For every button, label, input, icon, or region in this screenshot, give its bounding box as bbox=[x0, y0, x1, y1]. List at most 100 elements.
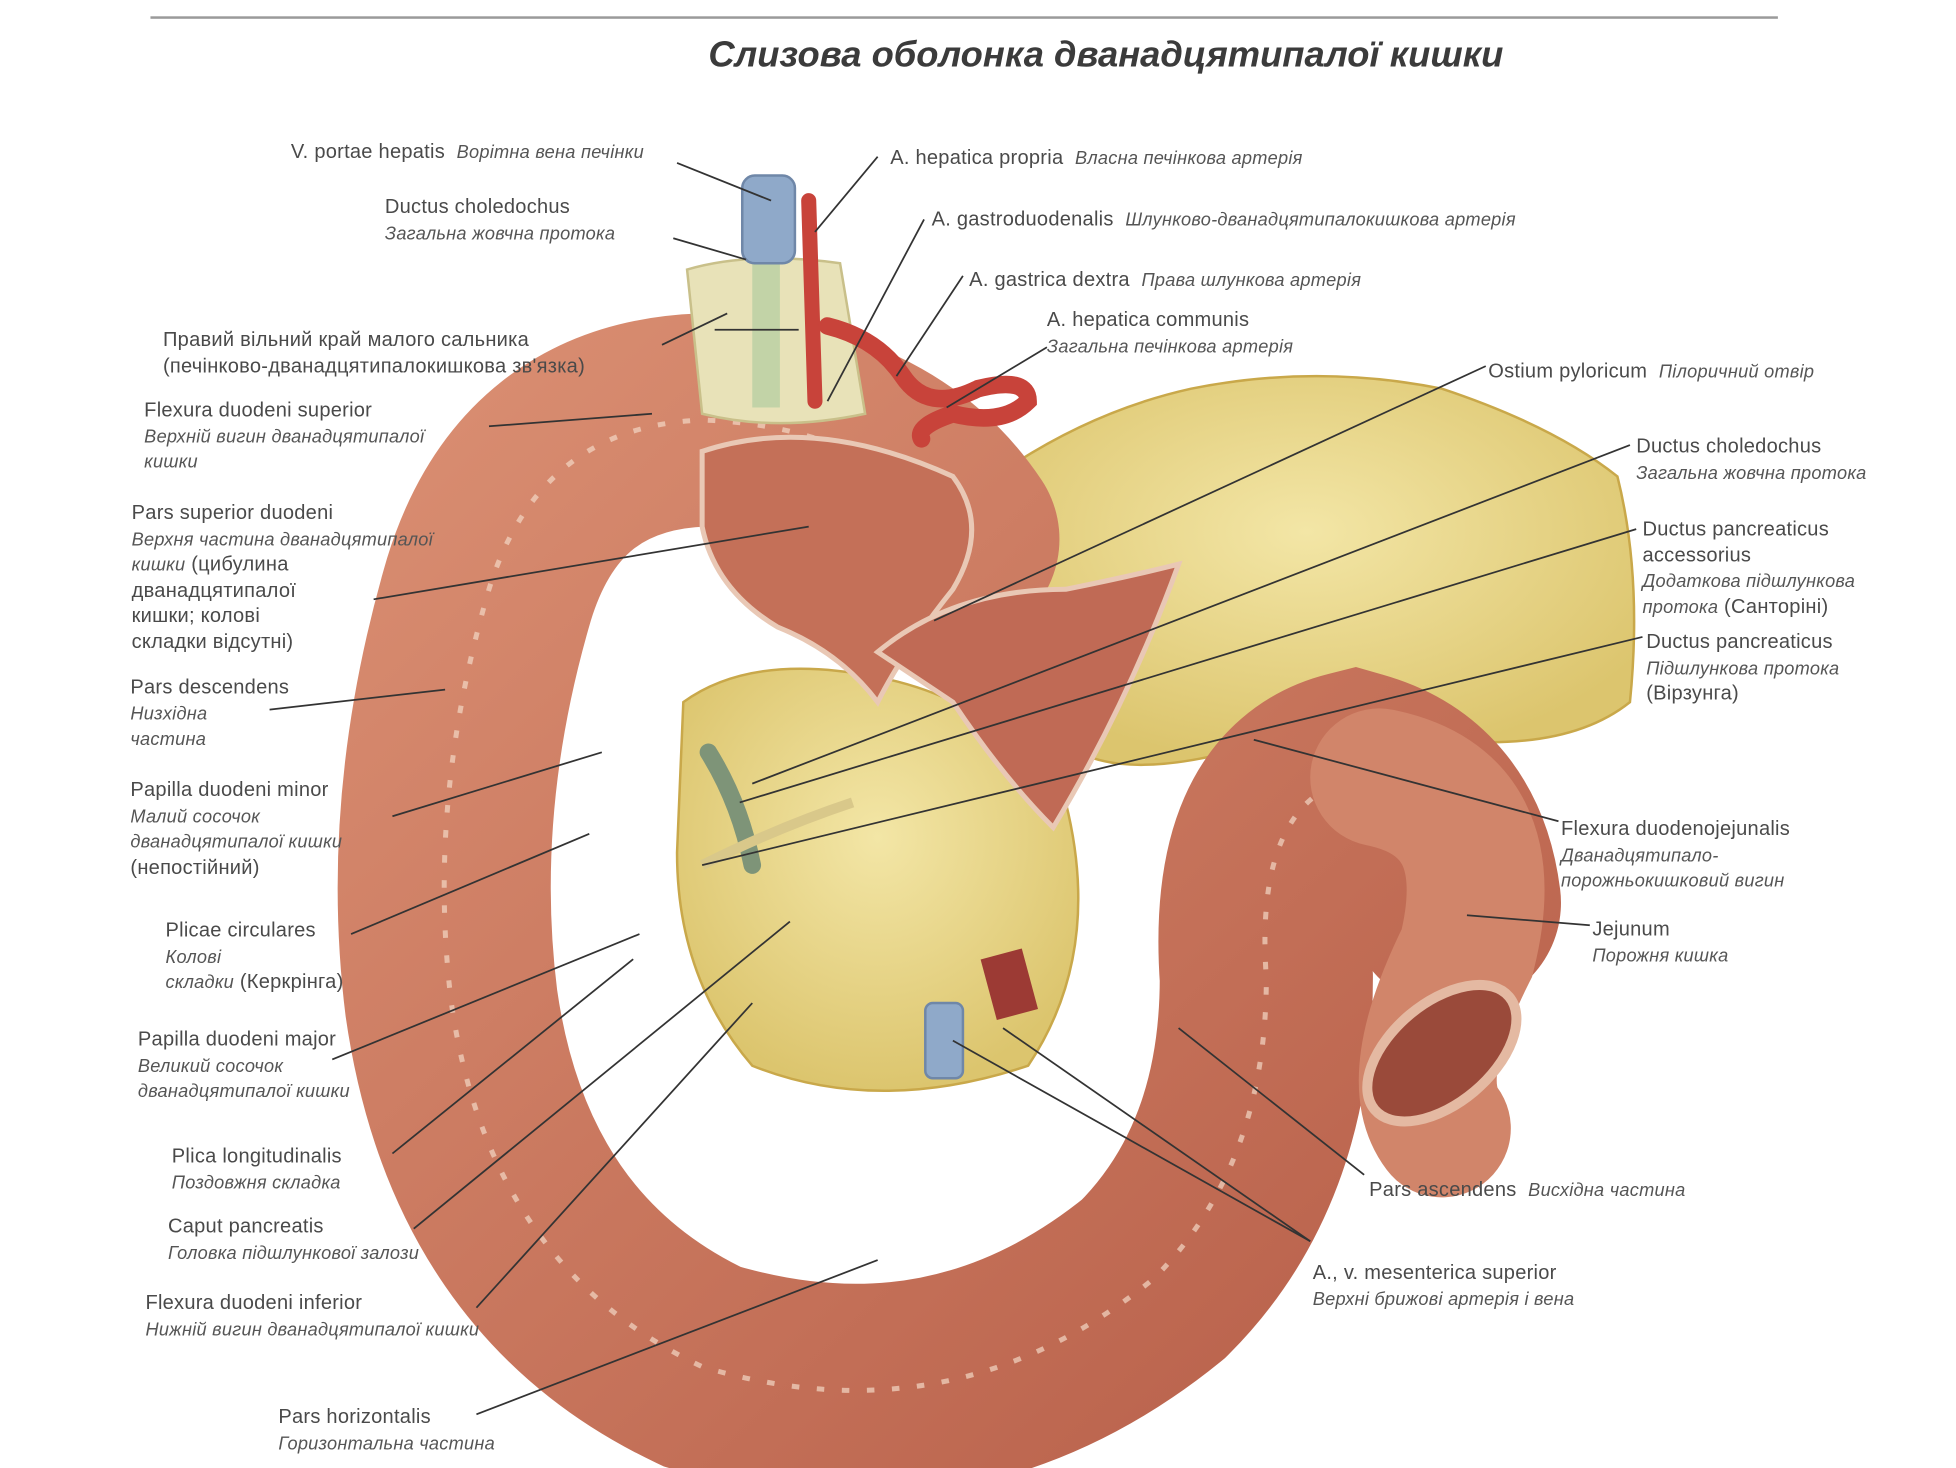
label-ukr: Малий сосочок bbox=[130, 806, 261, 827]
label-ukr: Низхідна bbox=[130, 704, 208, 725]
page-title: Слизова оболонка дванадцятипалої кишки bbox=[708, 35, 1504, 76]
portal-vein bbox=[740, 174, 797, 265]
label-mesenterica-superior: A., v. mesenterica superior Верхні брижо… bbox=[1313, 1261, 1575, 1312]
label-ukr: частина bbox=[130, 729, 207, 750]
label-ukr: Додаткова підшлункова bbox=[1642, 571, 1856, 592]
sup-mesenteric-artery bbox=[980, 948, 1039, 1021]
label-ukr: Підшлункова протока bbox=[1646, 658, 1840, 679]
label-ukr: Ворітна вена печінки bbox=[456, 142, 644, 163]
label-a-hepatica-communis: A. hepatica communis Загальна печінкова … bbox=[1047, 308, 1293, 359]
label-ukr: порожньокишковий вигин bbox=[1560, 871, 1785, 892]
label-ukr: Загальна печінкова артерія bbox=[1046, 336, 1294, 357]
label-latin: Ductus pancreaticus bbox=[1646, 631, 1833, 654]
pancreatic-duct bbox=[699, 797, 855, 870]
label-ukr: Верхній вигин дванадцятипалої bbox=[144, 426, 425, 447]
label-ukr: Нижній вигин дванадцятипалої кишки bbox=[145, 1319, 480, 1340]
label-latin: Ductus choledochus bbox=[384, 196, 571, 219]
label-papilla-major: Papilla duodeni major Великий сосочок дв… bbox=[138, 1028, 350, 1105]
label-plica-longitudinalis: Plica longitudinalis Поздовжня складка bbox=[172, 1145, 342, 1196]
label-latin: A. gastroduodenalis bbox=[931, 209, 1114, 231]
label-latin: accessorius bbox=[1642, 544, 1752, 567]
label-latin: Flexura duodenojejunalis bbox=[1560, 818, 1791, 841]
label-ukr: (Санторіні) bbox=[1718, 596, 1829, 618]
label-ukr: Загальна жовчна протока bbox=[384, 223, 616, 244]
label-ductus-choledochus-top: Ductus choledochus Загальна жовчна прото… bbox=[385, 196, 615, 247]
label-ukr: Головка підшлункової залози bbox=[168, 1243, 420, 1264]
label-ukr: (Вірзунга) bbox=[1646, 683, 1740, 705]
label-ukr: Пілоричний отвір bbox=[1658, 362, 1815, 383]
label-caput-pancreatis: Caput pancreatis Головка підшлункової за… bbox=[168, 1215, 419, 1266]
label-ukr: Поздовжня складка bbox=[171, 1172, 341, 1193]
label-flexura-superior: Flexura duodeni superior Верхній вигин д… bbox=[144, 399, 424, 476]
label-ukr: дванадцятипалої кишки bbox=[130, 832, 343, 853]
label-ukr: Колові bbox=[165, 947, 222, 968]
label-latin: Caput pancreatis bbox=[168, 1216, 324, 1238]
label-ukr: Шлунково-дванадцятипалокишкова артерія bbox=[1125, 210, 1516, 231]
label-latin: Ductus choledochus bbox=[1636, 436, 1822, 458]
label-flexura-inferior: Flexura duodeni inferior Нижній вигин дв… bbox=[145, 1291, 479, 1342]
label-line: (печінково-дванадцятипалокишкова зв'язка… bbox=[162, 355, 586, 377]
label-v-portae: V. portae hepatis Ворітна вена печінки bbox=[291, 140, 644, 166]
label-ukr: Права шлункова артерія bbox=[1141, 270, 1362, 291]
label-latin: A. gastrica dextra bbox=[969, 269, 1130, 291]
label-line: Правий вільний край малого сальника bbox=[162, 329, 530, 352]
label-latin: Pars ascendens bbox=[1369, 1179, 1517, 1202]
label-ukr: кишки bbox=[144, 452, 198, 473]
label-ukr: (непостійний) bbox=[130, 856, 260, 879]
label-ductus-pancreaticus-accessorius: Ductus pancreaticus accessorius Додатков… bbox=[1642, 518, 1855, 621]
label-ukr: Загальна жовчна протока bbox=[1636, 463, 1867, 484]
label-latin: A. hepatica propria bbox=[890, 147, 1064, 170]
label-ukr: Порожня кишка bbox=[1592, 945, 1729, 967]
label-latin: Papilla duodeni minor bbox=[130, 779, 329, 802]
label-ukr: Верхні брижові артерія і вена bbox=[1312, 1289, 1575, 1310]
label-ukr: складки bbox=[165, 972, 235, 994]
label-ukr: дванадцятипалої кишки bbox=[137, 1082, 350, 1103]
label-ukr: Великий сосочок bbox=[137, 1056, 284, 1077]
label-latin: Plicae circulares bbox=[165, 920, 316, 942]
label-latin: Plica longitudinalis bbox=[171, 1145, 342, 1168]
label-ductus-choledochus-right: Ductus choledochus Загальна жовчна прото… bbox=[1636, 435, 1866, 486]
label-latin: Pars horizontalis bbox=[278, 1406, 431, 1429]
label-ostium-pyloricum: Ostium pyloricum Пілоричний отвір bbox=[1488, 360, 1814, 386]
label-a-hepatica-propria: A. hepatica propria Власна печінкова арт… bbox=[890, 147, 1302, 173]
label-latin: Flexura duodeni superior bbox=[144, 399, 373, 422]
label-pars-superior: Pars superior duodeni Верхня частина два… bbox=[132, 502, 433, 656]
top-rule bbox=[150, 16, 1778, 19]
label-latin: V. portae hepatis bbox=[290, 141, 445, 163]
label-pars-horizontalis: Pars horizontalis Горизонтальна частина bbox=[278, 1406, 495, 1457]
label-ukr: Верхня частина дванадцятипалої bbox=[131, 529, 433, 550]
label-pars-descendens: Pars descendens Низхідна частина bbox=[130, 676, 289, 753]
leader-lines bbox=[269, 156, 1643, 1416]
label-ukr: кишки; колові bbox=[131, 605, 261, 627]
sup-mesenteric-vein bbox=[924, 1001, 965, 1080]
label-ukr: (Керкрінга) bbox=[234, 971, 344, 994]
label-jejunum: Jejunum Порожня кишка bbox=[1592, 918, 1728, 969]
label-latin: A. hepatica communis bbox=[1046, 309, 1250, 332]
label-latin: A., v. mesenterica superior bbox=[1312, 1262, 1557, 1284]
label-ukr: складки відсутні) bbox=[131, 631, 294, 653]
label-latin: Ductus pancreaticus bbox=[1642, 519, 1830, 541]
label-papilla-minor: Papilla duodeni minor Малий сосочок дван… bbox=[130, 779, 342, 882]
label-pravyi-kray: Правий вільний край малого сальника (печ… bbox=[163, 328, 585, 379]
label-plicae-circulares: Plicae circulares Колові складки (Керкрі… bbox=[166, 919, 344, 996]
label-a-gastroduodenalis: A. gastroduodenalis Шлунково-дванадцятип… bbox=[932, 208, 1516, 234]
label-latin: Flexura duodeni inferior bbox=[145, 1292, 363, 1314]
jejunum-opening bbox=[1362, 979, 1522, 1127]
label-latin: Pars descendens bbox=[130, 677, 290, 699]
label-latin: Jejunum bbox=[1592, 919, 1670, 941]
label-ukr: Дванадцятипало- bbox=[1560, 845, 1719, 866]
hepatic-artery bbox=[801, 193, 823, 409]
label-ukr: Власна печінкова артерія bbox=[1075, 149, 1303, 170]
label-ukr: кишки bbox=[131, 555, 186, 576]
label-latin: Ostium pyloricum bbox=[1488, 361, 1648, 383]
label-ukr: Горизонтальна частина bbox=[278, 1433, 495, 1454]
bile-duct bbox=[699, 743, 762, 874]
label-ukr: дванадцятипалої bbox=[131, 579, 297, 602]
label-latin: Papilla duodeni major bbox=[137, 1029, 337, 1051]
label-latin: Pars superior duodeni bbox=[131, 502, 334, 525]
label-ukr: протока bbox=[1642, 597, 1719, 618]
label-a-gastrica-dextra: A. gastrica dextra Права шлункова артері… bbox=[969, 268, 1361, 294]
common-hepatic-artery bbox=[818, 317, 1037, 448]
